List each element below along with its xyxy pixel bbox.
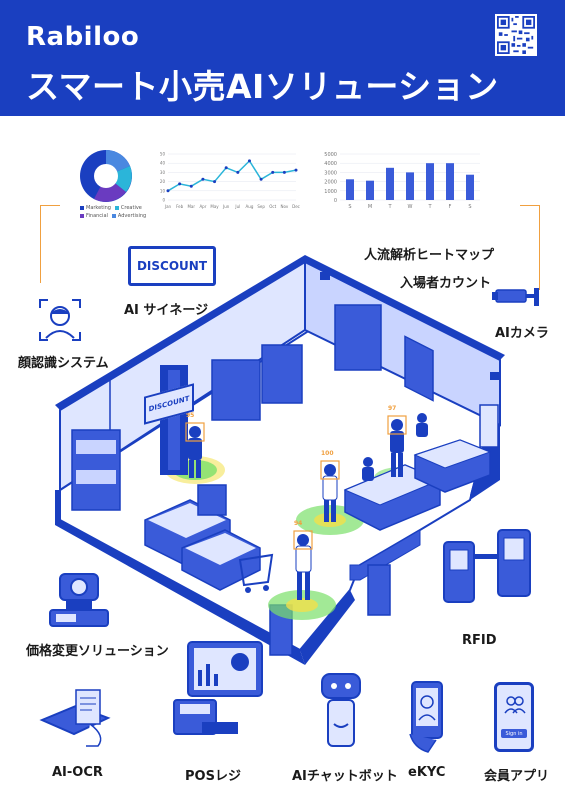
member-app-phone[interactable]: Sign in (494, 682, 534, 752)
signin-button[interactable]: Sign in (501, 729, 527, 738)
line-chart-x-tick: May (210, 204, 219, 209)
store-discount-text: DISCOUNT (148, 394, 190, 414)
bar-chart: 5000 4000 3000 2000 1000 0S M T W T F S (324, 152, 480, 210)
bar-chart-y-tick: 0 (334, 198, 337, 204)
cctv-camera-icon (492, 288, 539, 306)
line-chart-point (236, 170, 240, 174)
header-banner: Rabiloo スマート小売AIソリューション (0, 0, 565, 116)
bar-chart-bar (346, 179, 354, 200)
ocr-document-icon (39, 689, 111, 747)
line-chart-x-tick: Sep (257, 204, 265, 209)
counting-label: 入場者カウント (400, 276, 492, 291)
line-chart-point (259, 177, 263, 181)
pie-legend: Marketing Creative Financial Advertising (80, 205, 150, 219)
bar-chart-x-tick: S (468, 204, 471, 210)
rfid-gate-icon (443, 529, 531, 603)
line-chart-x-tick: Apr (199, 204, 206, 209)
line-chart-point (247, 159, 251, 163)
line-chart-x-tick: Jan (164, 204, 172, 209)
line-chart-point (282, 170, 286, 174)
bar-chart-bar (446, 163, 454, 200)
camera-label: AIカメラ (495, 326, 549, 341)
line-chart-x-tick: Feb (176, 204, 184, 209)
line-chart-x-tick: Aug (246, 204, 254, 209)
bar-chart-y-tick: 4000 (324, 161, 337, 167)
legend-financial: Financial (86, 213, 108, 219)
line-chart-x-tick: Jul (234, 204, 240, 209)
bar-chart-y-tick: 3000 (324, 170, 337, 176)
chatbot-label: AIチャットボット (292, 769, 398, 784)
member-app-label: 会員アプリ (484, 769, 550, 784)
line-chart-y-tick: 50 (160, 152, 166, 157)
shopper-figure (188, 413, 428, 600)
face-scan-icon (39, 299, 81, 341)
line-chart-y-tick: 40 (160, 161, 166, 166)
line-chart-point (213, 180, 217, 184)
rfid-label: RFID (462, 633, 497, 648)
heat-label-3: 94 (294, 520, 303, 527)
ocr-label: AI-OCR (52, 765, 103, 780)
line-chart-y-tick: 20 (160, 179, 166, 184)
legend-advertising: Advertising (117, 213, 147, 219)
line-chart-point (224, 166, 228, 170)
ekyc-label: eKYC (408, 765, 446, 780)
line-chart-y-tick: 30 (160, 170, 166, 175)
heatmap-label: 人流解析ヒートマップ (364, 248, 495, 263)
line-chart-y-tick: 0 (162, 198, 165, 203)
bar-chart-y-tick: 1000 (324, 189, 337, 195)
ekyc-phone-icon (409, 681, 443, 753)
line-chart-x-tick: Jun (222, 204, 230, 209)
pie-chart (80, 150, 132, 202)
bar-chart-x-tick: F (449, 204, 452, 210)
bar-chart-x-tick: S (348, 204, 351, 210)
signage-label: AI サイネージ (124, 303, 209, 318)
line-chart-x-tick: Oct (269, 204, 276, 209)
connector-line-left (40, 205, 60, 283)
line-chart-y-tick: 10 (160, 188, 166, 193)
price-label: 価格変更ソリューション (26, 644, 169, 659)
bar-chart-bar (426, 163, 434, 200)
line-chart-x-tick: Nov (280, 204, 288, 209)
heat-label-2: 100 (321, 450, 334, 457)
bar-chart-bar (386, 167, 394, 200)
bar-chart-bar (466, 174, 474, 200)
signage-screen-text: DISCOUNT (136, 259, 208, 273)
qr-code-icon[interactable] (495, 14, 537, 56)
bar-chart-bar (406, 172, 414, 200)
bar-chart-y-tick: 2000 (324, 180, 337, 186)
bar-chart-y-tick: 5000 (324, 152, 337, 158)
page-title: スマート小売AIソリューション (26, 67, 499, 106)
price-tag-device-icon (49, 573, 109, 627)
heat-label-1: 95 (186, 412, 195, 419)
line-chart-series (167, 159, 297, 192)
line-chart-point (166, 189, 170, 193)
legend-creative: Creative (120, 205, 142, 211)
line-chart-point (201, 177, 205, 181)
bar-chart-x-tick: M (368, 204, 372, 210)
bar-chart-x-tick: T (427, 204, 432, 210)
line-chart-point (178, 182, 182, 186)
line-chart-x-tick: Dec (292, 204, 300, 209)
signage-screen[interactable]: DISCOUNT (128, 246, 216, 286)
brand-logo-text: Rabiloo (26, 22, 140, 52)
line-chart-point (189, 184, 193, 188)
bar-chart-bar (366, 180, 374, 200)
face-label: 顔認識システム (18, 356, 109, 371)
pos-label: POSレジ (185, 769, 241, 784)
connector-line-right (520, 205, 540, 290)
members-group-icon (504, 696, 526, 714)
heat-label-4: 97 (388, 405, 397, 412)
line-chart-point (271, 170, 275, 174)
line-chart-point (294, 168, 298, 172)
chatbot-robot-icon (321, 673, 361, 747)
bar-chart-x-tick: T (387, 204, 392, 210)
line-chart-x-tick: Mar (187, 204, 195, 209)
legend-marketing: Marketing (86, 205, 111, 211)
bar-chart-x-tick: W (408, 204, 413, 210)
pos-terminal-icon (173, 641, 263, 735)
